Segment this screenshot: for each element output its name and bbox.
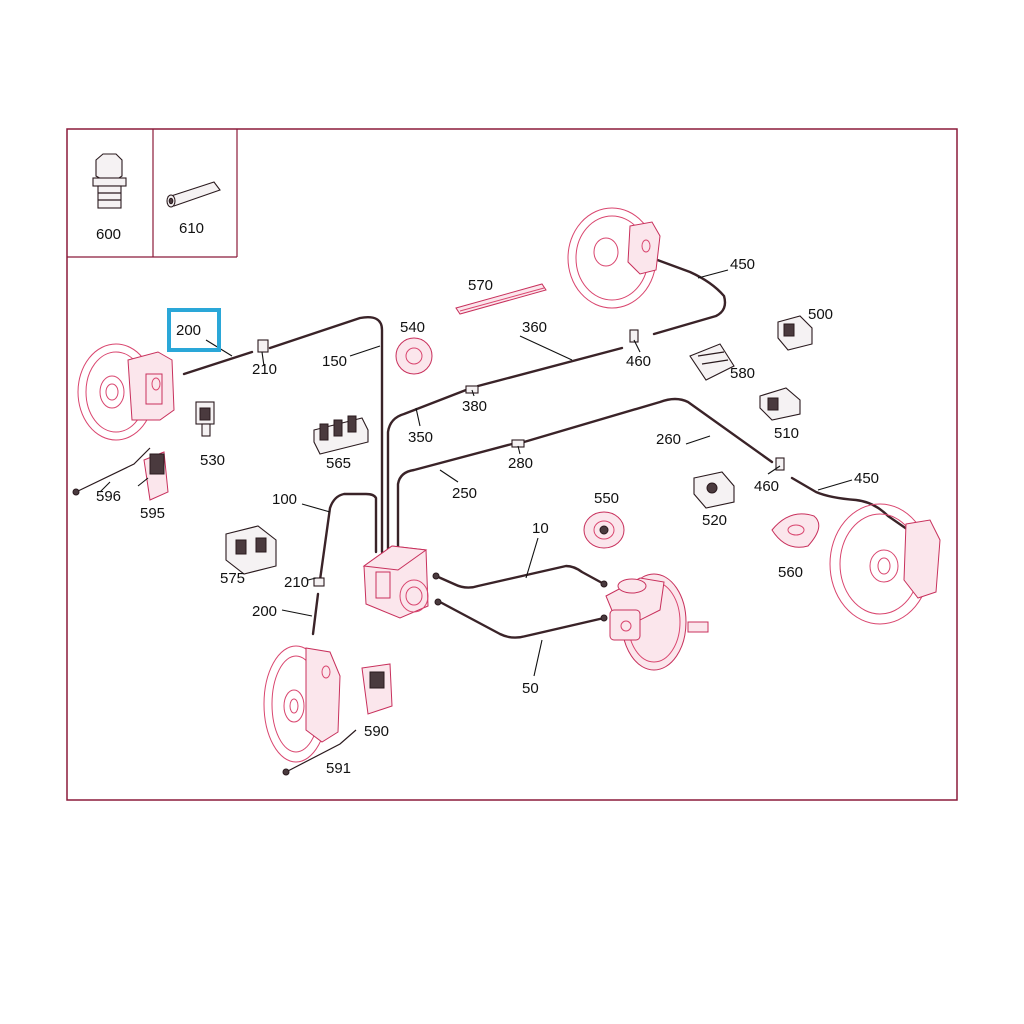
cable-596-icon <box>72 447 151 496</box>
selected-part-highlight <box>167 308 221 352</box>
front-left-brake-disc <box>77 343 175 441</box>
sensor-590-icon <box>361 663 393 715</box>
grommet-540-icon <box>395 337 433 375</box>
part-label-450-top[interactable]: 450 <box>730 256 755 273</box>
bracket-520-icon <box>693 471 735 509</box>
part-label-460-top[interactable]: 460 <box>626 353 651 370</box>
part-label-150[interactable]: 150 <box>322 353 347 370</box>
part-label-530[interactable]: 530 <box>200 452 225 469</box>
part-label-280[interactable]: 280 <box>508 455 533 472</box>
part-label-100[interactable]: 100 <box>272 491 297 508</box>
part-label-260[interactable]: 260 <box>656 431 681 448</box>
leader-lines <box>99 269 853 677</box>
part-label-200-left[interactable]: 200 <box>252 603 277 620</box>
sensor-595-icon <box>143 451 169 501</box>
part-label-210-top[interactable]: 210 <box>252 361 277 378</box>
inset-label-600: 600 <box>96 226 121 243</box>
cover-580-icon <box>689 343 735 381</box>
part-label-591[interactable]: 591 <box>326 760 351 777</box>
rear-brake-disc-top <box>567 207 661 309</box>
part-label-50[interactable]: 50 <box>522 680 539 697</box>
brake-booster <box>600 573 709 671</box>
part-label-200-selected[interactable]: 200 <box>176 322 201 339</box>
cable-591-icon <box>282 729 357 776</box>
part-label-565[interactable]: 565 <box>326 455 351 472</box>
part-labels: 200 210 150 540 570 360 460 450 500 580 … <box>96 256 879 777</box>
part-label-590[interactable]: 590 <box>364 723 389 740</box>
bracket-575-icon <box>225 525 277 575</box>
part-label-450-right[interactable]: 450 <box>854 470 879 487</box>
bracket-500-icon <box>777 315 813 351</box>
part-label-210-left[interactable]: 210 <box>284 574 309 591</box>
part-label-560[interactable]: 560 <box>778 564 803 581</box>
part-label-380[interactable]: 380 <box>462 398 487 415</box>
part-label-520[interactable]: 520 <box>702 512 727 529</box>
grommet-550-icon <box>583 511 625 549</box>
connector-530-icon <box>195 401 215 437</box>
part-label-550[interactable]: 550 <box>594 490 619 507</box>
front-brake-disc-bottom <box>263 645 341 763</box>
rail-570-icon <box>455 283 547 315</box>
rear-brake-disc-right <box>829 503 941 625</box>
abs-hydraulic-unit <box>362 545 442 619</box>
part-label-500[interactable]: 500 <box>808 306 833 323</box>
part-label-10[interactable]: 10 <box>532 520 549 537</box>
inset-label-610: 610 <box>179 220 204 237</box>
bracket-510-icon <box>759 387 801 421</box>
part-label-510[interactable]: 510 <box>774 425 799 442</box>
part-label-596[interactable]: 596 <box>96 488 121 505</box>
part-label-540[interactable]: 540 <box>400 319 425 336</box>
part-label-360[interactable]: 360 <box>522 319 547 336</box>
grommet-560-icon <box>771 513 820 548</box>
brake-lines <box>182 256 916 639</box>
fitting-icons <box>257 329 785 587</box>
part-label-460-right[interactable]: 460 <box>754 478 779 495</box>
part-label-570[interactable]: 570 <box>468 277 493 294</box>
clip-565-icon <box>313 415 369 455</box>
part-label-595[interactable]: 595 <box>140 505 165 522</box>
bolt-600-icon <box>92 153 127 209</box>
sleeve-610-icon <box>166 181 221 208</box>
inset-panel <box>67 129 238 258</box>
part-label-250[interactable]: 250 <box>452 485 477 502</box>
part-label-575[interactable]: 575 <box>220 570 245 587</box>
diagram-frame <box>66 128 958 801</box>
part-label-350[interactable]: 350 <box>408 429 433 446</box>
part-label-580[interactable]: 580 <box>730 365 755 382</box>
